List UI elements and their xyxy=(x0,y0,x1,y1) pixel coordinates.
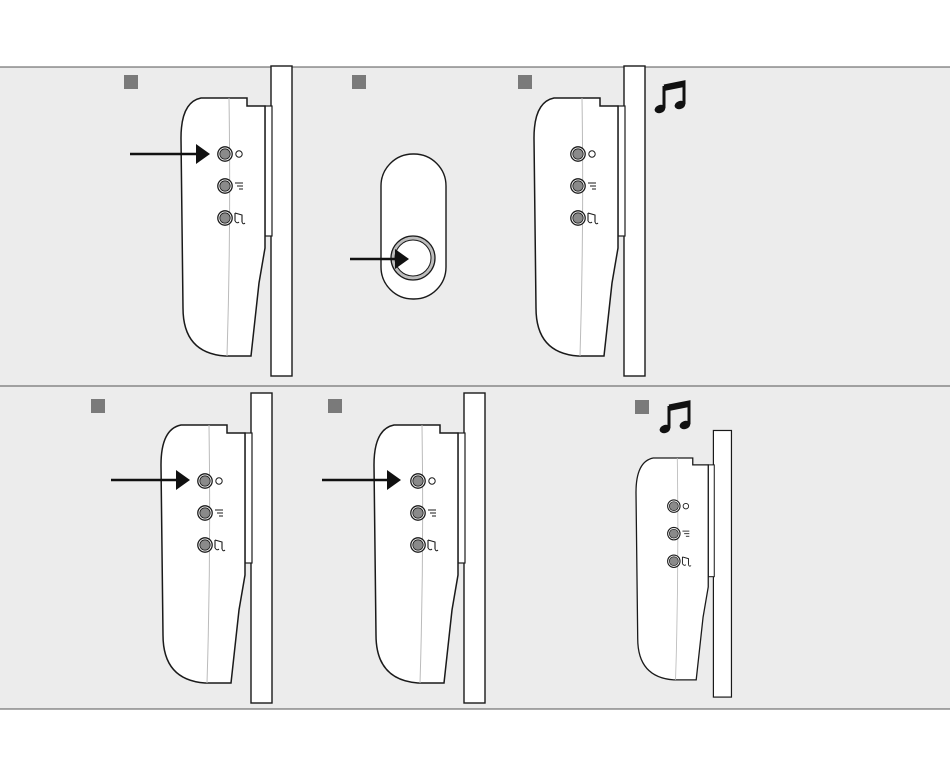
volume-button xyxy=(198,506,212,520)
melody-button xyxy=(218,211,232,225)
step-6-marker xyxy=(635,400,649,414)
step-2-marker xyxy=(352,75,366,89)
volume-button xyxy=(571,179,585,193)
panel-row-1 xyxy=(0,67,950,386)
volume-button xyxy=(218,179,232,193)
receiver-unit xyxy=(374,393,485,703)
volume-button xyxy=(668,527,680,539)
step-1-marker xyxy=(124,75,138,89)
power-button xyxy=(571,147,585,161)
power-button xyxy=(218,147,232,161)
wall xyxy=(713,430,731,697)
power-button xyxy=(668,500,680,512)
wall xyxy=(271,66,292,376)
wall xyxy=(464,393,485,703)
step-4-marker xyxy=(91,399,105,413)
receiver-body xyxy=(636,458,708,680)
wall xyxy=(251,393,272,703)
melody-button xyxy=(198,538,212,552)
receiver-unit xyxy=(636,430,731,697)
receiver-body xyxy=(534,98,618,356)
step-5-marker xyxy=(328,399,342,413)
receiver-unit xyxy=(534,66,645,376)
melody-button xyxy=(668,555,680,567)
power-button xyxy=(198,474,212,488)
receiver-body xyxy=(181,98,265,356)
mounting-plate xyxy=(265,106,272,236)
receiver-unit xyxy=(181,66,292,376)
step-3-marker xyxy=(518,75,532,89)
volume-button xyxy=(411,506,425,520)
receiver-unit xyxy=(161,393,272,703)
mounting-plate xyxy=(458,433,465,563)
receiver-body xyxy=(161,425,245,683)
wall xyxy=(624,66,645,376)
mounting-plate xyxy=(708,465,714,577)
receiver-body xyxy=(374,425,458,683)
melody-button xyxy=(411,538,425,552)
melody-button xyxy=(571,211,585,225)
power-button xyxy=(411,474,425,488)
mounting-plate xyxy=(245,433,252,563)
mounting-plate xyxy=(618,106,625,236)
